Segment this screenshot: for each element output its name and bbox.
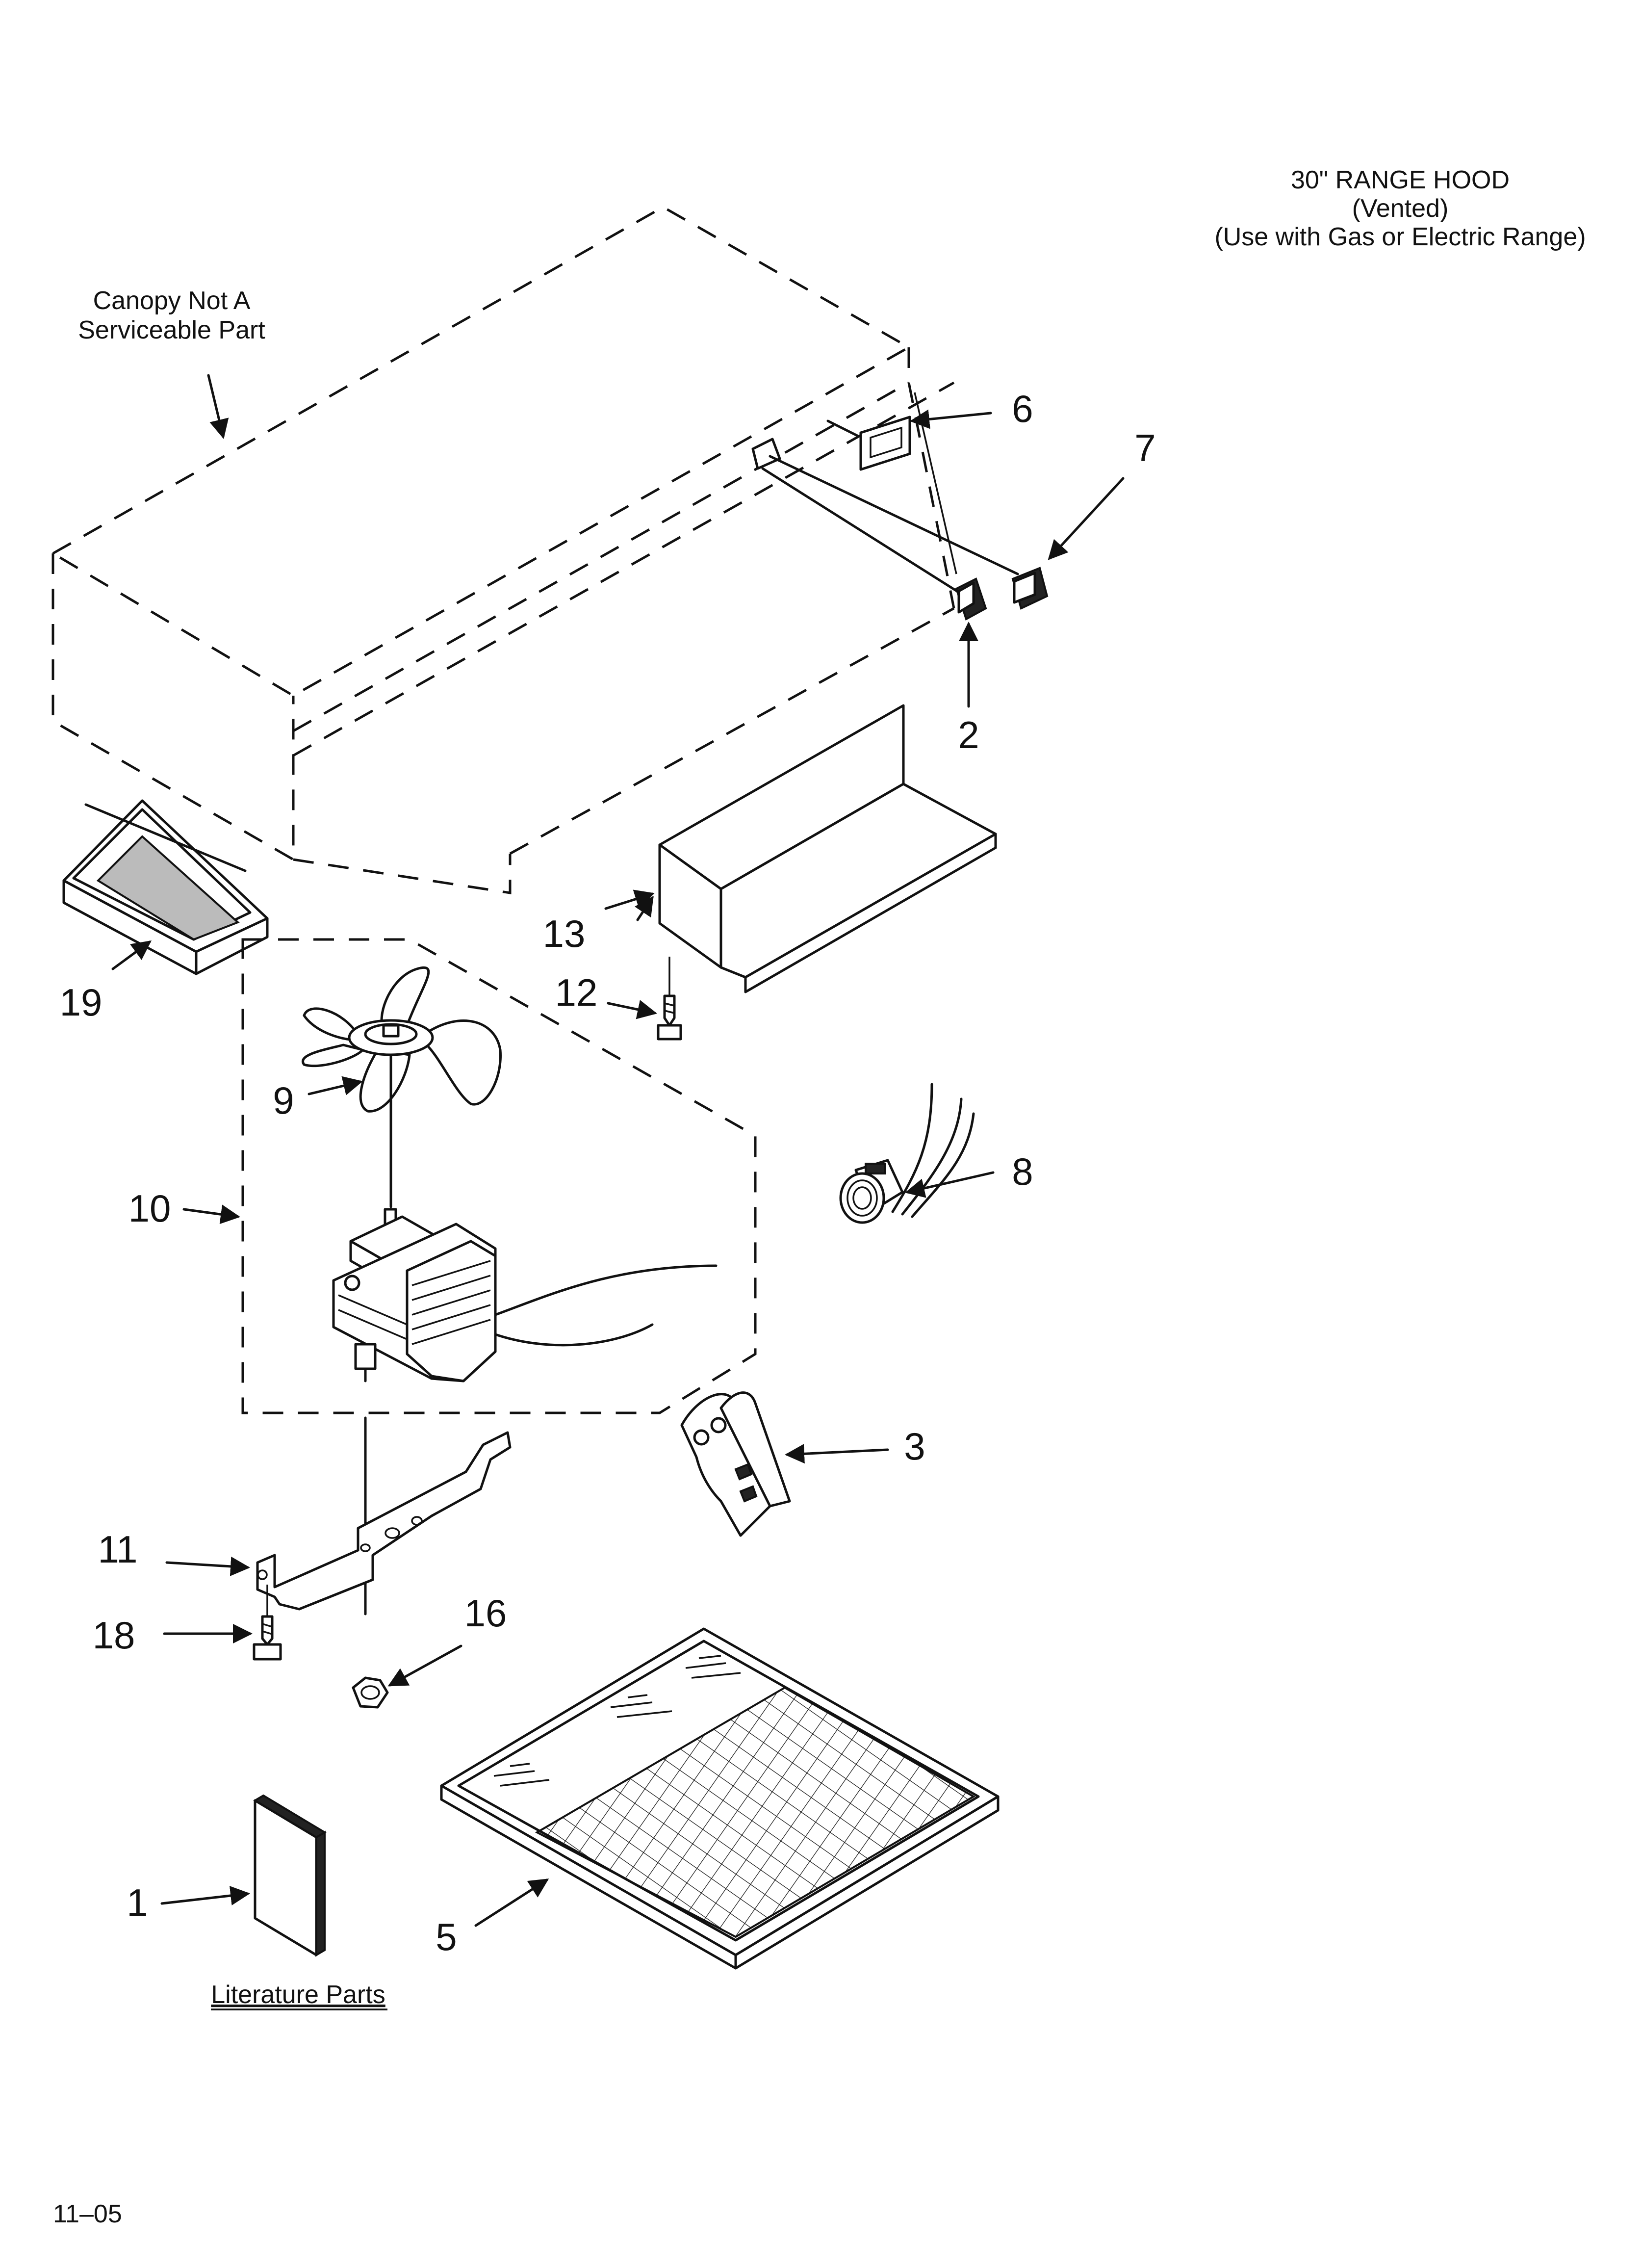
part-7-switch [1011,567,1049,610]
control-bar [751,392,1019,600]
canopy-note-line-1: Canopy Not A [93,287,251,315]
callout-2: 2 [958,713,979,756]
callout-11: 11 [98,1528,138,1571]
callout-8: 8 [1012,1150,1033,1193]
part-10-motor-assembly-outline [241,938,757,1414]
callout-6: 6 [1012,387,1033,430]
part-3-clamp [680,1391,791,1537]
page-code: 11–05 [53,2200,122,2228]
title-line-2: (Vented) [1352,194,1449,223]
part-19-damper [62,799,269,975]
part-10-motor [332,1208,718,1616]
callout-7: 7 [1134,426,1155,469]
part-1-literature [253,1794,327,1957]
title-line-3: (Use with Gas or Electric Range) [1214,223,1586,251]
callout-3: 3 [904,1425,925,1468]
callout-numbers: 6 7 2 13 12 19 9 10 8 3 11 18 16 1 5 [60,387,1156,1958]
callout-arrows [111,409,1125,1927]
title-line-1: 30" RANGE HOOD [1291,166,1510,194]
part-5-filter [440,1627,1000,1970]
callout-10: 10 [128,1187,171,1230]
callout-1: 1 [127,1881,148,1924]
callout-16: 16 [464,1591,507,1635]
canopy-note: Canopy Not A Serviceable Part [78,287,265,439]
part-12-screw [657,957,682,1041]
part-16-nut [352,1676,389,1709]
part-6-lens [826,416,911,471]
part-11-bracket [256,1431,512,1611]
canopy-note-line-2: Serviceable Part [78,316,265,344]
callout-13: 13 [543,912,586,955]
part-2-switch [955,577,987,621]
callout-12: 12 [555,971,598,1014]
part-9-fan-blade [302,966,502,1208]
callout-5: 5 [436,1915,457,1958]
callout-18: 18 [93,1614,135,1657]
part-8-lamp-socket [839,1083,975,1224]
part-18-screw [253,1585,282,1661]
callout-19: 19 [60,981,103,1024]
callout-9: 9 [273,1079,294,1122]
title-block: 30" RANGE HOOD (Vented) (Use with Gas or… [1214,166,1586,251]
literature-parts-label: Literature Parts [211,1981,385,2009]
canopy-outline [51,206,955,894]
part-13-housing [658,704,997,993]
